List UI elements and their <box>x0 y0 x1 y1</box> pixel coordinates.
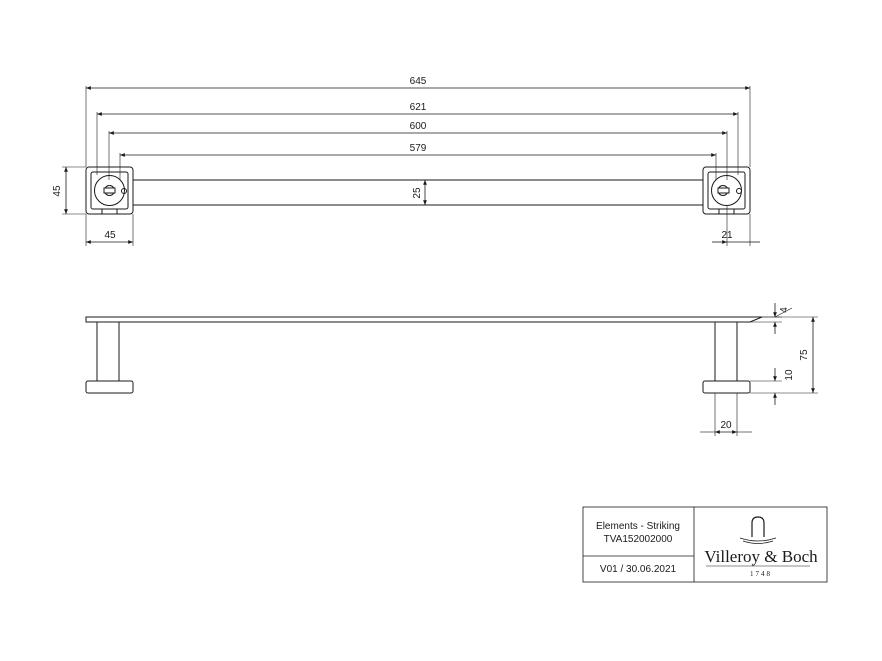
product-name: Elements - Striking <box>596 521 680 532</box>
side-view-labels: 4 75 10 20 <box>720 307 810 431</box>
left-flange <box>85 166 134 215</box>
top-view-labels: 645 621 600 579 25 45 45 21 <box>52 76 733 241</box>
title-block-text: Elements - Striking TVA152002000 V01 / 3… <box>596 521 818 578</box>
brand-name: Villeroy & Boch <box>704 547 818 566</box>
side-view <box>85 303 818 436</box>
dim-label-600: 600 <box>410 121 427 132</box>
right-base <box>702 380 751 394</box>
version-date: V01 / 30.06.2021 <box>600 564 677 575</box>
dim-label-45-horizontal: 45 <box>104 230 116 241</box>
dim-label-10: 10 <box>784 369 795 381</box>
dim-label-25: 25 <box>412 187 423 199</box>
dim-label-645: 645 <box>410 76 427 87</box>
dim-label-75: 75 <box>799 349 810 361</box>
top-view <box>62 86 760 246</box>
dim-label-4: 4 <box>779 307 790 313</box>
dim-label-21: 21 <box>721 230 733 241</box>
article-number: TVA152002000 <box>604 534 673 545</box>
left-base <box>85 380 134 394</box>
right-flange <box>702 166 751 215</box>
right-post <box>714 321 738 382</box>
title-block <box>582 506 828 583</box>
dim-label-45-vertical: 45 <box>52 185 63 197</box>
brand-year: 1748 <box>750 570 772 578</box>
brand-logo-icon <box>739 516 777 544</box>
dim-label-621: 621 <box>410 102 427 113</box>
towel-bar-side <box>85 316 763 323</box>
dim-label-20: 20 <box>720 420 732 431</box>
left-post <box>96 321 120 382</box>
dim-label-579: 579 <box>410 143 427 154</box>
